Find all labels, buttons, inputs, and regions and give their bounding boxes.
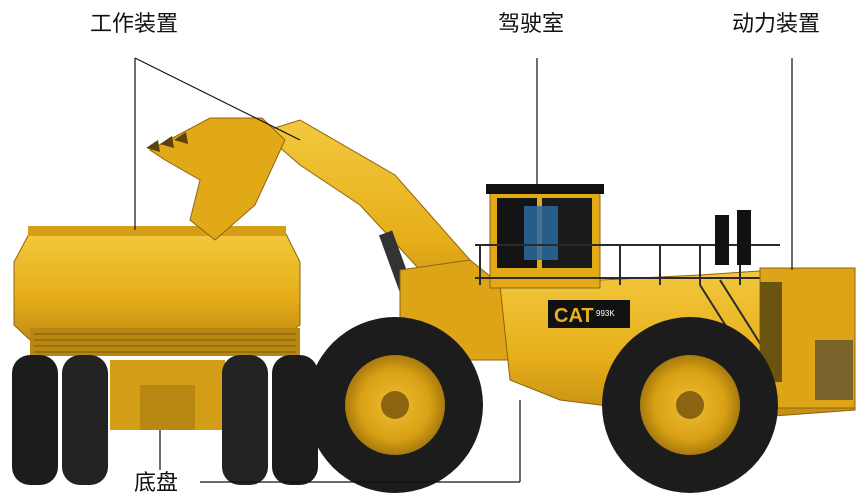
- truck-bed-lip: [28, 226, 286, 236]
- model-text: 993K: [596, 309, 615, 318]
- truck-bed: [13, 231, 301, 341]
- truck-tire-right-outer: [272, 355, 318, 485]
- bucket-teeth: [146, 132, 188, 152]
- truck-tire-right-inner: [222, 355, 268, 485]
- label-work-device: 工作装置: [90, 12, 179, 37]
- label-power-device: 动力装置: [732, 12, 821, 37]
- cat-badge: [548, 300, 630, 328]
- engine-ladder: [760, 282, 782, 382]
- label-chassis: 底盘: [134, 471, 179, 496]
- truck-tire-left-inner: [62, 355, 108, 485]
- exhaust-stack-2: [737, 210, 751, 265]
- leader-work-to-boom: [134, 57, 301, 141]
- loader-rear-hub: [676, 391, 704, 419]
- truck-differential: [140, 385, 195, 430]
- cat-logo-text: CAT: [554, 305, 594, 327]
- loader-bucket: [149, 117, 286, 241]
- exhaust-stack-1: [715, 215, 729, 265]
- cab-window-glass: [524, 206, 558, 260]
- truck-tire-left-outer: [12, 355, 58, 485]
- leader-lines: [134, 57, 793, 483]
- cab-roof: [486, 184, 604, 194]
- truck-grille-lines: [34, 333, 296, 353]
- wheel-loader: CAT 993K: [146, 117, 856, 493]
- loader-front-hub: [381, 391, 409, 419]
- label-cab: 驾驶室: [498, 12, 565, 37]
- truck-grille: [30, 328, 300, 356]
- haul-truck-front: [12, 226, 318, 485]
- engine-panel: [815, 340, 853, 400]
